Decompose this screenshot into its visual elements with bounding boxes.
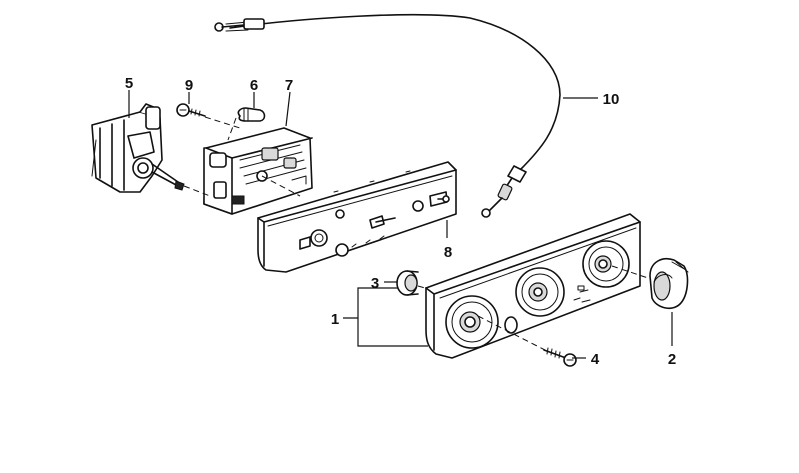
part-8-carrier-plate [257, 161, 457, 273]
leader-lines [128, 90, 673, 359]
callout-7: 7 [285, 77, 293, 94]
part-3-grommet [396, 270, 433, 296]
part-6-bulb [227, 107, 266, 141]
callout-8: 8 [444, 244, 452, 261]
part-7-control-unit [183, 127, 313, 215]
callout-2: 2 [668, 351, 676, 368]
callout-5: 5 [125, 75, 133, 92]
callout-6: 6 [250, 77, 258, 94]
part-9-screw [176, 103, 241, 129]
part-5-bracket [91, 103, 185, 193]
callout-9: 9 [185, 77, 193, 94]
part-1-control-panel [425, 213, 655, 359]
part-10-control-cable [214, 13, 561, 218]
callout-4: 4 [591, 351, 600, 368]
callouts: 5 9 6 7 10 8 3 1 4 2 [125, 75, 676, 368]
part-4-screw [543, 347, 577, 367]
callout-10: 10 [603, 91, 620, 108]
callout-1: 1 [331, 311, 339, 328]
callout-3: 3 [371, 275, 379, 292]
part-2-knob [649, 258, 689, 310]
